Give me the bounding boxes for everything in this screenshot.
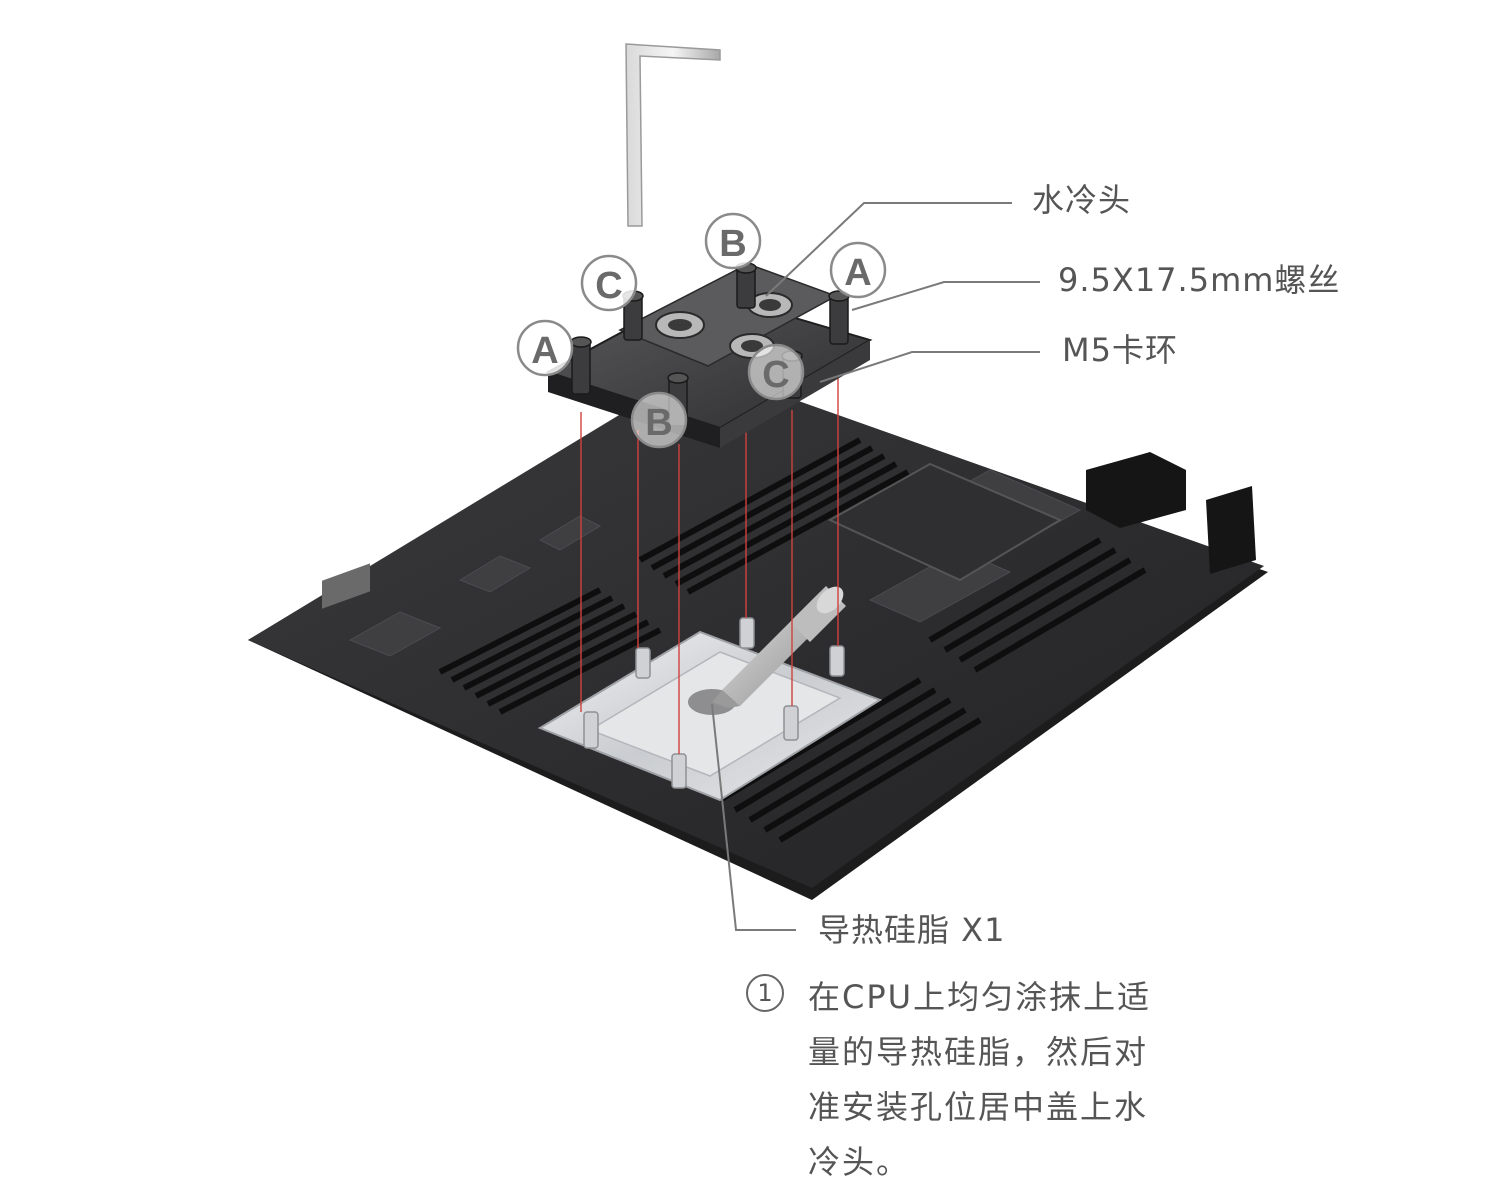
screw-a-left <box>570 336 592 395</box>
leader-ring <box>819 351 1040 383</box>
dimm-slots-left <box>438 587 662 715</box>
callout-b-top: B <box>704 212 762 270</box>
alignment-guides <box>580 372 839 754</box>
screw-a-right <box>828 290 850 345</box>
screw-b-top <box>735 262 757 309</box>
hex-key-icon <box>625 43 721 227</box>
svg-text:C: C <box>762 354 789 396</box>
dimm-slots-right <box>718 537 1147 843</box>
callout-c-left: C <box>580 254 638 312</box>
callout-a-left: A <box>516 319 574 377</box>
label-screw: 9.5X17.5mm螺丝 <box>1058 261 1341 299</box>
callout-a-right: A <box>829 241 887 299</box>
callout-b-bottom: B <box>630 391 688 449</box>
leader-water-block <box>765 202 1012 297</box>
svg-text:B: B <box>645 402 672 444</box>
step-instruction-text: 在CPU上均匀涂抹上适量的导热硅脂，然后对准安装孔位居中盖上水冷头。 <box>808 978 1152 1181</box>
leader-lines <box>711 202 1040 931</box>
label-thermal-paste: 导热硅脂 X1 <box>818 911 1006 949</box>
callout-c-right: C <box>747 343 805 401</box>
leader-screw <box>851 281 1040 311</box>
motherboard <box>248 366 1268 900</box>
label-water-block: 水冷头 <box>1032 181 1132 219</box>
svg-text:B: B <box>719 223 746 265</box>
callout-markers: A C B A B C <box>516 212 887 449</box>
svg-text:C: C <box>595 265 622 307</box>
leader-paste <box>711 703 796 931</box>
step-number-badge: 1 <box>746 974 784 1012</box>
svg-text:A: A <box>844 252 871 294</box>
thermal-paste-tube <box>712 586 846 708</box>
svg-text:A: A <box>531 330 558 372</box>
cpu-socket <box>537 617 883 802</box>
label-ring: M5卡环 <box>1062 331 1178 369</box>
